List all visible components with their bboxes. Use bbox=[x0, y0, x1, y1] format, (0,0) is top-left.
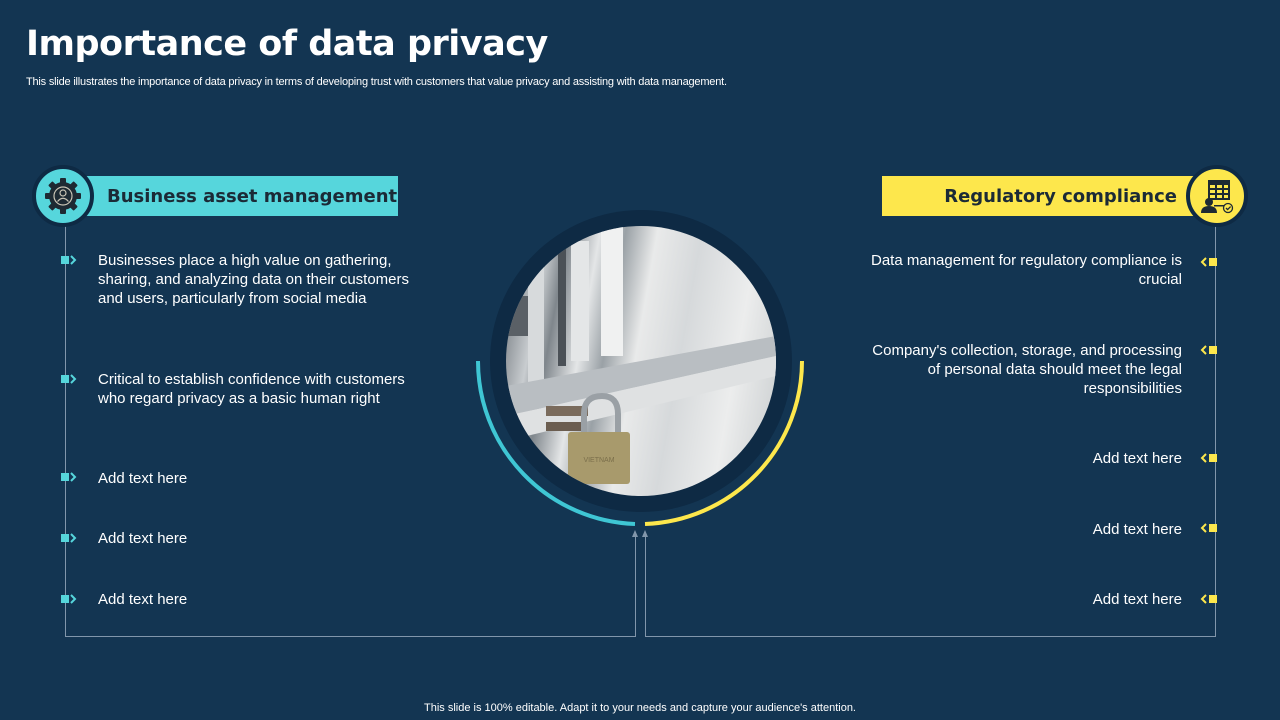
right-bullet-arrow-icon bbox=[1200, 594, 1217, 604]
right-list-item: Company's collection, storage, and proce… bbox=[872, 342, 1182, 397]
padlock-photo: VIETNAM bbox=[506, 226, 776, 496]
spreadsheet-user-check-icon bbox=[1201, 180, 1234, 214]
progress-ring-arcs bbox=[476, 360, 804, 526]
slide-title: Importance of data privacy bbox=[26, 24, 548, 64]
right-connector-vertical bbox=[1215, 226, 1216, 636]
left-connector-up bbox=[635, 534, 636, 636]
right-connector-up bbox=[645, 534, 646, 636]
left-bullet-arrow-icon bbox=[61, 472, 77, 482]
right-bullet-arrow-icon bbox=[1200, 257, 1217, 267]
left-bullet-arrow-icon bbox=[61, 374, 77, 384]
left-list-item: Businesses place a high value on gatheri… bbox=[98, 252, 410, 307]
left-bullet-arrow-icon bbox=[61, 255, 77, 265]
left-list-item: Add text here bbox=[98, 470, 188, 487]
left-heading: Business asset management bbox=[107, 185, 398, 207]
slide-subtitle: This slide illustrates the importance of… bbox=[26, 76, 727, 88]
left-heading-bar: Business asset management bbox=[86, 176, 398, 216]
right-heading-bar: Regulatory compliance bbox=[882, 176, 1194, 216]
right-bullet-arrow-icon bbox=[1200, 523, 1217, 533]
left-list-item: Add text here bbox=[98, 530, 188, 547]
right-list-item: Add text here bbox=[1092, 521, 1182, 538]
right-badge bbox=[1186, 165, 1248, 227]
slide-footer: This slide is 100% editable. Adapt it to… bbox=[424, 702, 856, 714]
left-badge bbox=[32, 165, 94, 227]
right-list-item: Data management for regulatory complianc… bbox=[871, 252, 1182, 288]
right-bullet-arrow-icon bbox=[1200, 453, 1217, 463]
right-connector-horizontal bbox=[645, 636, 1216, 637]
right-arrowhead-icon bbox=[642, 530, 648, 537]
left-bullet-arrow-icon bbox=[61, 533, 77, 543]
gear-user-icon bbox=[45, 178, 81, 214]
left-connector-vertical bbox=[65, 226, 66, 636]
left-list-item: Critical to establish confidence with cu… bbox=[98, 371, 405, 407]
right-heading: Regulatory compliance bbox=[944, 185, 1177, 207]
left-list-item: Add text here bbox=[98, 591, 188, 608]
right-bullet-arrow-icon bbox=[1200, 345, 1217, 355]
padlock-label: VIETNAM bbox=[583, 457, 614, 464]
padlock-gate-image: VIETNAM bbox=[506, 226, 776, 484]
left-connector-horizontal bbox=[65, 636, 636, 637]
left-arrowhead-icon bbox=[632, 530, 638, 537]
left-bullet-arrow-icon bbox=[61, 594, 77, 604]
right-list-item: Add text here bbox=[1092, 591, 1182, 608]
right-list-item: Add text here bbox=[1092, 450, 1182, 467]
